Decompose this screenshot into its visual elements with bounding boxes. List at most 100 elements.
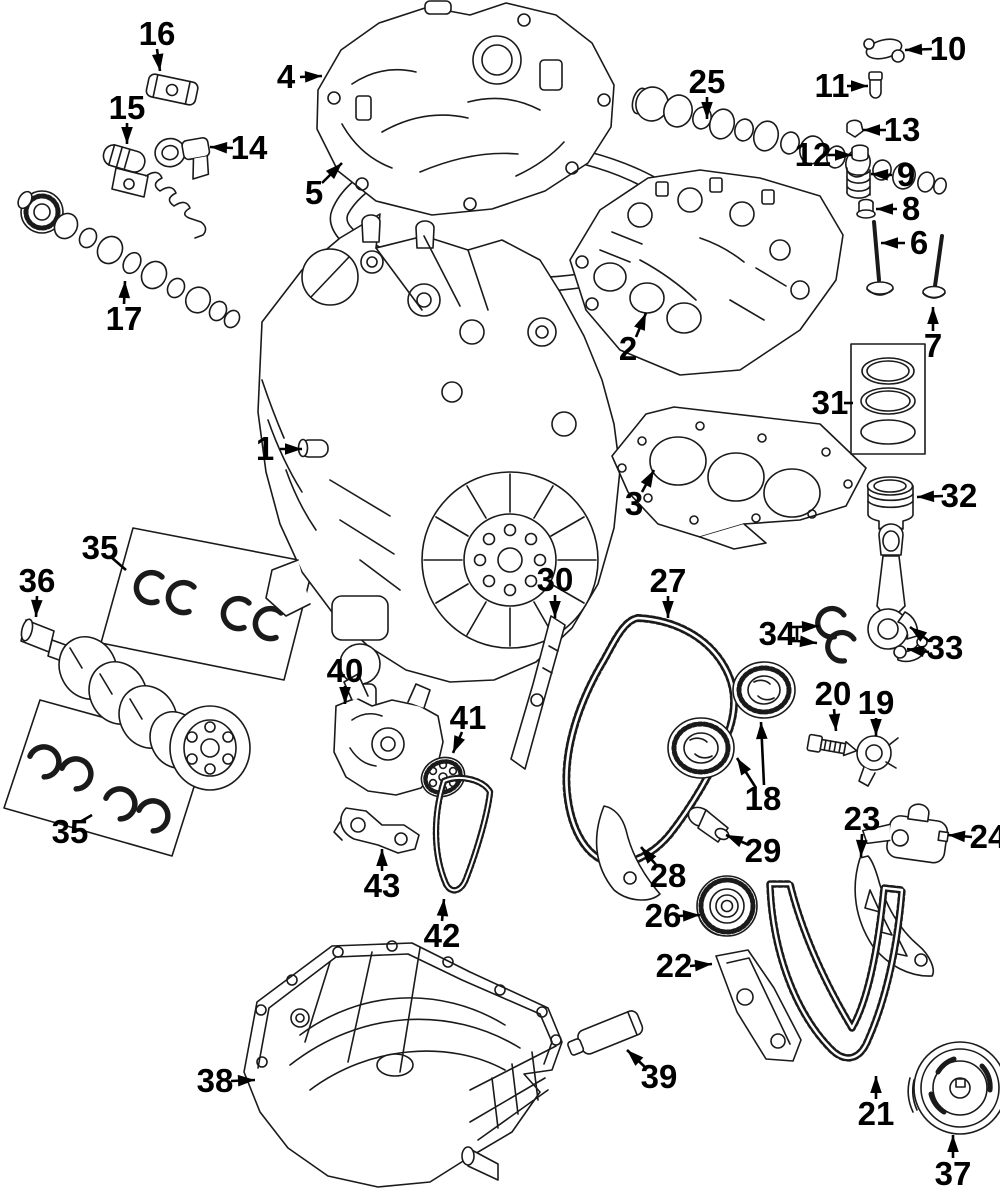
callout-number[interactable]: 26 (645, 897, 682, 934)
callout-number[interactable]: 16 (139, 15, 176, 52)
valve-spring (846, 167, 871, 199)
callout-40[interactable]: 40 (327, 652, 364, 704)
callout-8[interactable]: 8 (876, 190, 920, 227)
callout-number[interactable]: 12 (795, 136, 832, 173)
callout-35[interactable]: 35 (52, 813, 93, 850)
callout-34[interactable]: 34 (759, 615, 820, 652)
callout-number[interactable]: 38 (197, 1062, 234, 1099)
callout-43[interactable]: 43 (364, 849, 401, 904)
callout-42[interactable]: 42 (424, 898, 461, 954)
callout-number[interactable]: 25 (689, 63, 726, 100)
arrowhead-icon (801, 620, 819, 633)
callout-number[interactable]: 4 (277, 58, 296, 95)
callout-9[interactable]: 9 (870, 156, 915, 193)
callout-14[interactable]: 14 (209, 129, 268, 166)
callout-17[interactable]: 17 (106, 280, 143, 337)
callout-1[interactable]: 1 (256, 430, 302, 467)
callout-41[interactable]: 41 (450, 699, 487, 754)
callout-7[interactable]: 7 (924, 307, 942, 364)
callout-number[interactable]: 41 (450, 699, 487, 736)
oil-pan (243, 940, 563, 1188)
callout-number[interactable]: 37 (935, 1155, 972, 1188)
callout-number[interactable]: 28 (650, 857, 687, 894)
callout-number[interactable]: 2 (619, 330, 637, 367)
callout-21[interactable]: 21 (858, 1076, 895, 1132)
callout-number[interactable]: 35 (82, 529, 119, 566)
callout-23[interactable]: 23 (844, 800, 881, 858)
callout-35[interactable]: 35 (82, 529, 127, 571)
callout-36[interactable]: 36 (19, 562, 56, 618)
callout-number[interactable]: 18 (745, 780, 782, 817)
callout-30[interactable]: 30 (537, 561, 574, 618)
callout-number[interactable]: 7 (924, 327, 942, 364)
callout-29[interactable]: 29 (725, 832, 782, 869)
callout-number[interactable]: 15 (109, 89, 146, 126)
callout-number[interactable]: 3 (625, 485, 643, 522)
callout-number[interactable]: 9 (897, 156, 915, 193)
crank-pulley (907, 1041, 1000, 1135)
callout-number[interactable]: 19 (858, 684, 895, 721)
callout-number[interactable]: 29 (745, 832, 782, 869)
callout-4[interactable]: 4 (277, 58, 323, 95)
callout-22[interactable]: 22 (656, 947, 713, 984)
callout-19[interactable]: 19 (858, 684, 895, 736)
callout-number[interactable]: 33 (927, 629, 964, 666)
callout-number[interactable]: 31 (812, 384, 849, 421)
callout-39[interactable]: 39 (626, 1049, 678, 1095)
callout-number[interactable]: 8 (902, 190, 920, 227)
callout-number[interactable]: 30 (537, 561, 574, 598)
callout-5[interactable]: 5 (305, 162, 343, 211)
callout-37[interactable]: 37 (935, 1135, 972, 1188)
callout-6[interactable]: 6 (881, 224, 928, 261)
callout-28[interactable]: 28 (640, 846, 687, 894)
callout-number[interactable]: 27 (650, 562, 687, 599)
arrowhead-icon (870, 1076, 882, 1093)
arrowhead-icon (285, 443, 302, 455)
callout-number[interactable]: 36 (19, 562, 56, 599)
engine-block (257, 213, 621, 711)
callout-number[interactable]: 23 (844, 800, 881, 837)
arrowhead-icon (881, 237, 898, 249)
callout-20[interactable]: 20 (815, 675, 852, 732)
callout-number[interactable]: 39 (641, 1058, 678, 1095)
callout-38[interactable]: 38 (197, 1062, 256, 1099)
callout-24[interactable]: 24 (947, 818, 1000, 855)
callout-11[interactable]: 11 (815, 67, 868, 104)
callout-16[interactable]: 16 (139, 15, 176, 72)
rod-bearings (813, 603, 857, 663)
callout-number[interactable]: 5 (305, 174, 323, 211)
callout-number[interactable]: 24 (970, 818, 1000, 855)
valve-cover (316, 0, 615, 216)
callout-33[interactable]: 33 (906, 625, 964, 666)
callout-number[interactable]: 21 (858, 1095, 895, 1132)
callout-number[interactable]: 1 (256, 430, 274, 467)
arrowhead-icon (237, 1074, 255, 1087)
callout-13[interactable]: 13 (863, 111, 920, 148)
callout-number[interactable]: 32 (941, 477, 978, 514)
callout-31[interactable]: 31 (812, 384, 853, 421)
callout-26[interactable]: 26 (645, 897, 701, 934)
callout-25[interactable]: 25 (689, 63, 726, 119)
callout-number[interactable]: 35 (52, 813, 89, 850)
callout-3[interactable]: 3 (625, 469, 656, 522)
callout-number[interactable]: 43 (364, 867, 401, 904)
callout-number[interactable]: 17 (106, 300, 143, 337)
callout-number[interactable]: 40 (327, 652, 364, 689)
callout-27[interactable]: 27 (650, 562, 687, 618)
callout-number[interactable]: 10 (930, 30, 967, 67)
callout-number[interactable]: 20 (815, 675, 852, 712)
callout-number[interactable]: 11 (815, 67, 850, 104)
arrowhead-icon (694, 959, 712, 972)
callout-number[interactable]: 13 (884, 111, 921, 148)
callout-32[interactable]: 32 (916, 477, 978, 514)
callout-12[interactable]: 12 (795, 136, 852, 173)
callout-10[interactable]: 10 (904, 30, 967, 67)
callout-18[interactable]: 18 (735, 721, 782, 817)
callout-number[interactable]: 42 (424, 917, 461, 954)
callout-number[interactable]: 34 (759, 615, 796, 652)
callout-2[interactable]: 2 (619, 312, 648, 367)
callout-number[interactable]: 22 (656, 947, 693, 984)
callout-15[interactable]: 15 (109, 89, 146, 144)
callout-number[interactable]: 6 (910, 224, 928, 261)
callout-number[interactable]: 14 (231, 129, 268, 166)
